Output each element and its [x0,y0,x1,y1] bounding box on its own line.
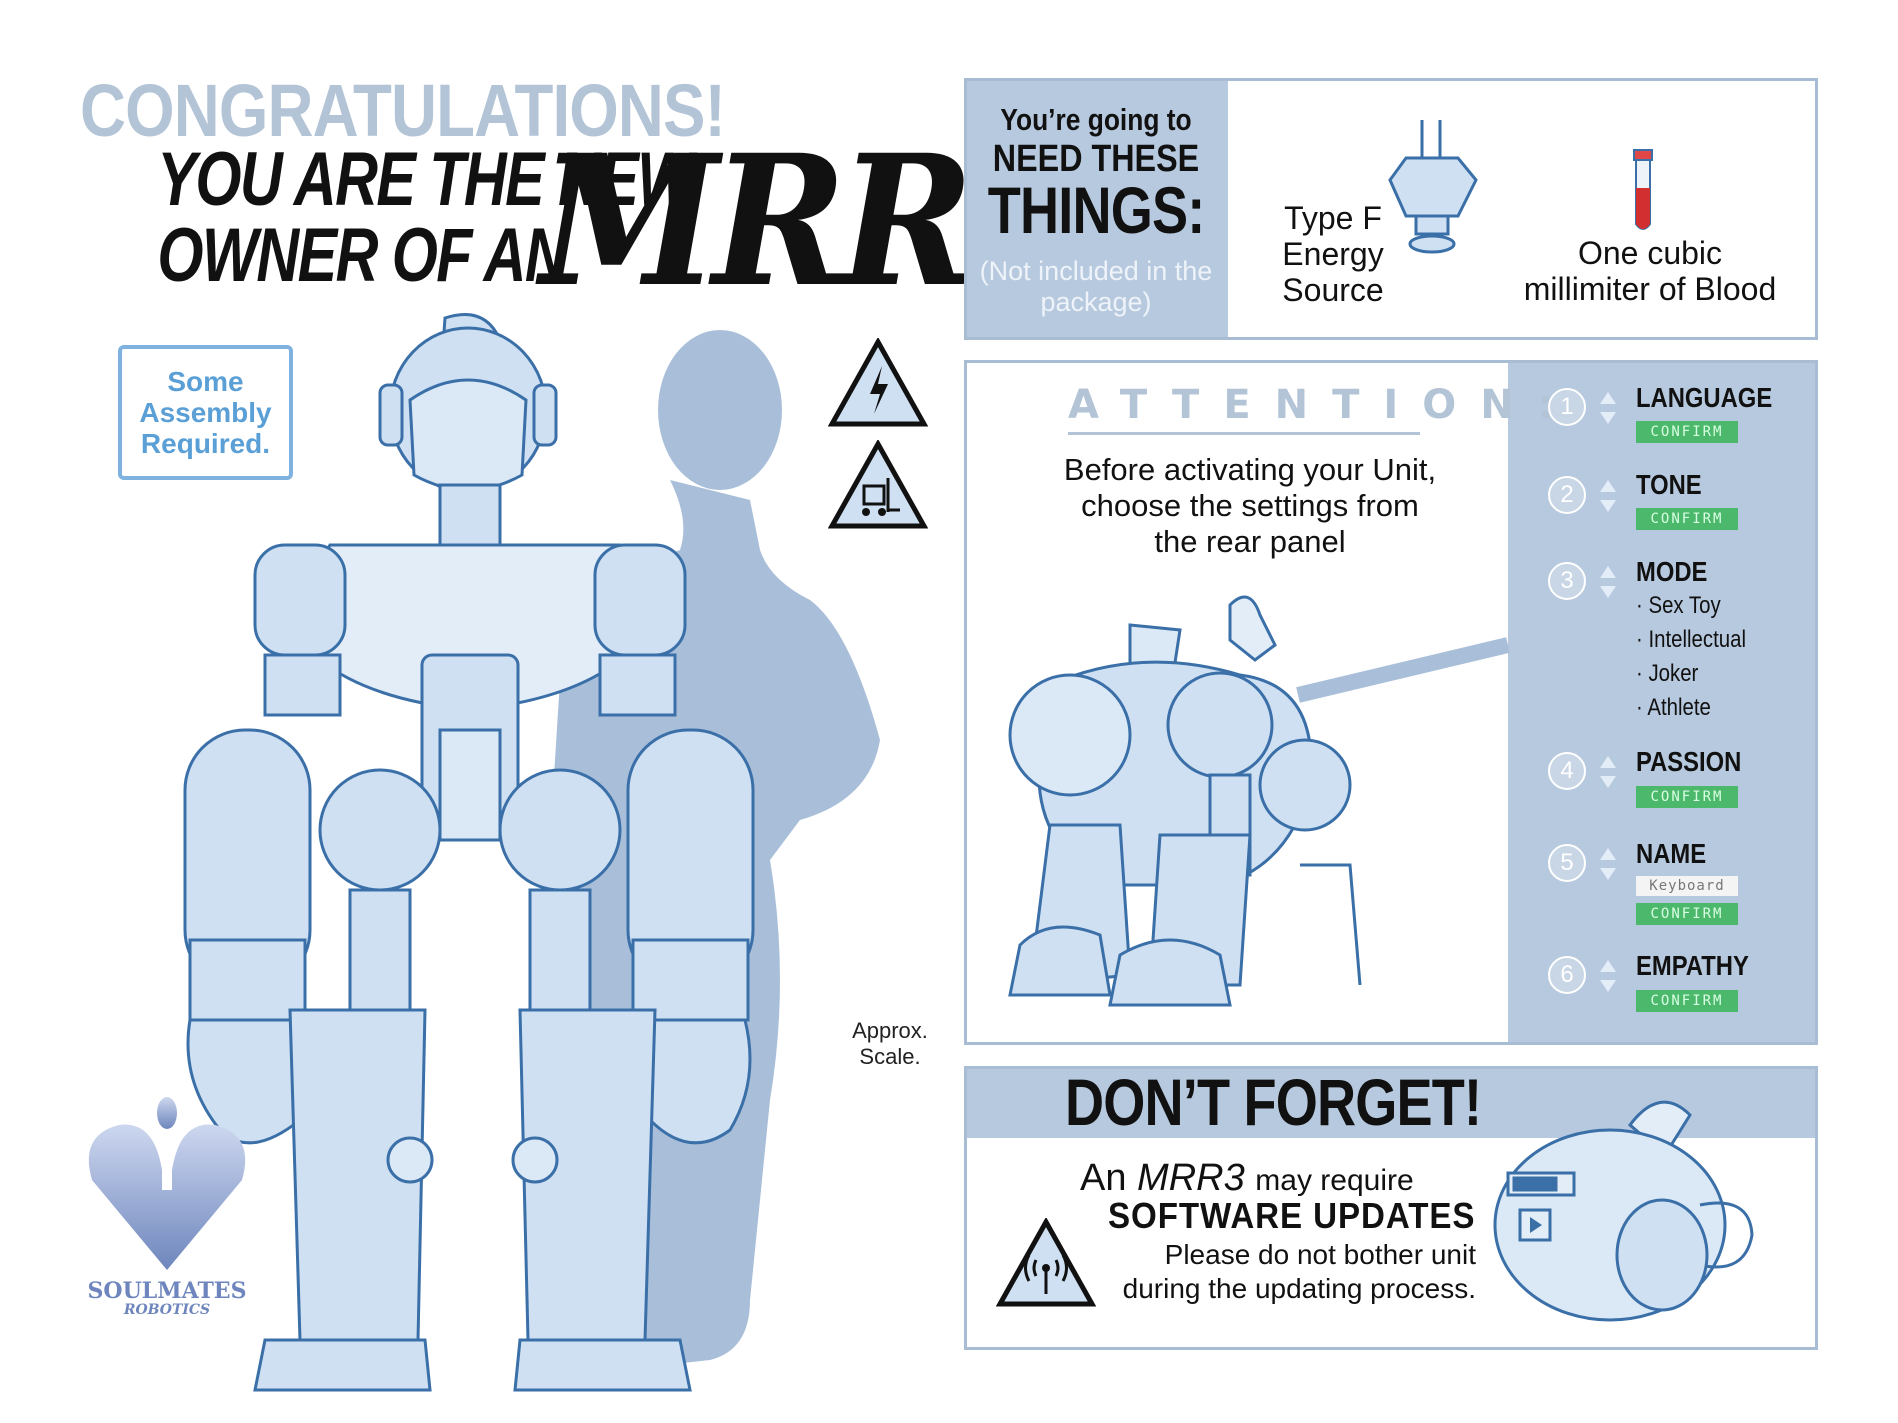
update-an: An [1080,1157,1127,1199]
needs-line1: You’re going to [1000,102,1192,137]
robot-figure [183,313,755,1392]
pointer-line [1296,637,1510,703]
dont-forget-panel [964,1066,1818,1350]
setting-2-label: TONE [1636,469,1702,500]
needs-line2: NEED THESE [992,138,1200,180]
blood-label: One cubic millimiter of Blood [1523,235,1777,307]
electric-hazard-icon [828,338,928,427]
mode-option-joker[interactable]: · Joker [1636,660,1699,687]
forklift-hazard-icon [828,440,928,529]
setting-5-arrows-icon[interactable] [1598,844,1618,884]
robot-head-update-illustration [1493,1100,1754,1322]
setting-5-number: 5 [1548,844,1586,882]
update-notice: Please do not bother unit during the upd… [1100,1238,1476,1306]
update-product: MRR3 [1137,1157,1245,1199]
assembly-badge: Some Assembly Required. [118,345,293,480]
new-owner-heading: YOU ARE THE NEW OWNER OF AN [157,137,693,298]
setting-1-number: 1 [1548,388,1586,426]
needs-panel [964,78,1818,340]
energy-source-icon [1388,120,1478,254]
update-notice-line1: Please do not bother unit [1164,1239,1476,1270]
brand-subtitle: ROBOTICS [123,1302,211,1318]
attention-underline [1068,432,1420,435]
mode-option-intellectual[interactable]: · Intellectual [1636,626,1746,653]
brand-name: SOULMATES [87,1278,247,1304]
needs-header-panel [964,78,1228,340]
approx-scale-note: Approx. Scale. [852,1018,928,1069]
update-notice-line2: during the updating process. [1122,1273,1476,1304]
update-intro: An MRR3 may require [1080,1157,1414,1200]
blood-vial-icon [1633,149,1653,230]
update-may-require: may require [1255,1164,1414,1197]
congratulations-heading: CONGRATULATIONS! [80,69,726,152]
attention-title: ATTENTION: [1068,382,1578,428]
setting-1-confirm-button[interactable]: CONFIRM [1636,421,1738,443]
new-owner-line2: OWNER OF AN [157,213,567,298]
setting-3-arrows-icon[interactable] [1598,562,1618,602]
not-included-note: (Not included in the package) [979,256,1213,317]
energy-source-label: Type F Energy Source [1282,200,1384,308]
setting-3-label: MODE [1636,556,1708,587]
setting-2-number: 2 [1548,476,1586,514]
setting-6-arrows-icon[interactable] [1598,956,1618,996]
name-keyboard-input[interactable]: Keyboard [1636,876,1738,896]
dont-forget-title: DON’T FORGET! [1065,1065,1482,1139]
new-owner-line1: YOU ARE THE NEW [157,137,693,222]
setting-6-number: 6 [1548,956,1586,994]
assembly-badge-text: Some Assembly Required. [139,366,272,459]
rear-panel-illustration [1008,595,1510,1007]
setting-2-confirm-button[interactable]: CONFIRM [1636,508,1738,530]
setting-4-arrows-icon[interactable] [1598,752,1618,792]
setting-4-number: 4 [1548,752,1586,790]
setting-6-confirm-button[interactable]: CONFIRM [1636,990,1738,1012]
needs-line3: THINGS: [987,173,1206,247]
mode-option-athlete[interactable]: · Athlete [1636,694,1711,721]
wireless-hazard-icon [996,1218,1096,1307]
robot-illustration [183,313,880,1392]
setting-1-arrows-icon[interactable] [1598,388,1618,428]
setting-3-number: 3 [1548,562,1586,600]
setting-6-label: EMPATHY [1636,950,1749,981]
setting-5-confirm-button[interactable]: CONFIRM [1636,903,1738,925]
soulmates-heart-logo [88,1097,246,1270]
setting-5-label: NAME [1636,838,1707,869]
setting-4-label: PASSION [1636,746,1742,777]
setting-1-label: LANGUAGE [1636,382,1773,413]
attention-panel [964,360,1818,1045]
setting-4-confirm-button[interactable]: CONFIRM [1636,786,1738,808]
attention-body: Before activating your Unit, choose the … [1063,452,1437,559]
setting-2-arrows-icon[interactable] [1598,476,1618,516]
software-updates-text: SOFTWARE UPDATES [1108,1195,1476,1236]
mode-option-sex-toy[interactable]: · Sex Toy [1636,592,1721,619]
settings-panel [1508,360,1818,1045]
